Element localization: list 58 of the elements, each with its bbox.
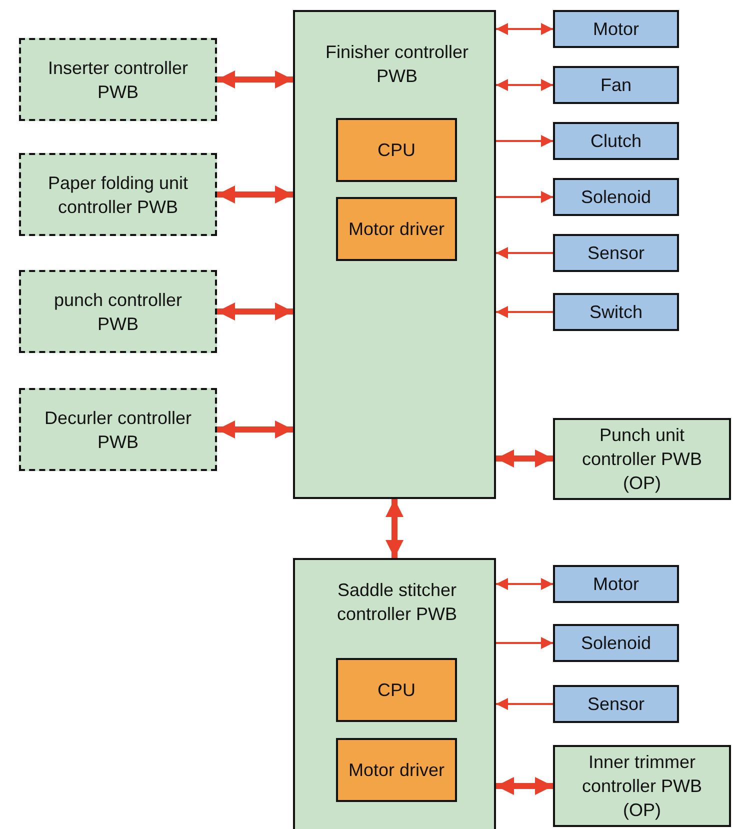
arrow: [496, 637, 553, 649]
component-box: [553, 122, 679, 160]
node-label: Saddle stitcher controller PWB: [336, 579, 458, 626]
node-label: Paper folding unit controller PWB: [46, 172, 190, 218]
arrow: [496, 698, 553, 710]
controller-board-box: [553, 418, 731, 500]
controller-board-box: [293, 558, 496, 829]
component-box: [553, 624, 679, 662]
node-label: Motor driver: [348, 759, 445, 782]
arrow: [496, 79, 553, 91]
arrow: [496, 777, 553, 795]
arrow: [217, 302, 293, 320]
node-label: CPU: [377, 139, 416, 162]
node-label: Motor: [592, 573, 639, 596]
component-box: [553, 565, 679, 603]
arrow: [217, 186, 293, 204]
node-label: Finisher controller PWB: [324, 41, 470, 88]
chip-box: [336, 118, 457, 182]
node-label: Switch: [589, 301, 642, 324]
arrow: [217, 70, 293, 88]
node-label: Clutch: [590, 130, 642, 153]
arrow: [496, 306, 553, 318]
arrow: [496, 135, 553, 147]
arrow: [496, 247, 553, 259]
controller-board-box: [553, 745, 731, 827]
chip-box: [336, 658, 457, 722]
chip-box: [336, 738, 457, 802]
node-label: Sensor: [587, 693, 645, 716]
node-label: Inserter controller PWB: [46, 56, 190, 104]
arrow: [496, 578, 553, 590]
controller-board-box: [19, 153, 217, 236]
controller-board-box: [19, 388, 217, 471]
arrow: [496, 450, 553, 468]
node-label: Solenoid: [580, 632, 652, 655]
node-label: Motor: [592, 18, 639, 41]
arrow: [496, 191, 553, 203]
node-label: Decurler controller PWB: [43, 406, 193, 454]
node-label: Solenoid: [580, 186, 652, 209]
node-label: Inner trimmer controller PWB (OP): [580, 751, 704, 822]
component-box: [553, 685, 679, 723]
controller-board-box: [19, 270, 217, 353]
arrow: [217, 420, 293, 438]
component-box: [553, 66, 679, 104]
node-label: Fan: [600, 74, 632, 97]
node-label: Punch unit controller PWB (OP): [580, 424, 704, 495]
component-box: [553, 234, 679, 272]
arrow: [386, 499, 404, 558]
node-label: Motor driver: [348, 218, 445, 241]
node-label: CPU: [377, 679, 416, 702]
component-box: [553, 10, 679, 48]
node-label: Sensor: [587, 242, 645, 265]
component-box: [553, 293, 679, 331]
chip-box: [336, 197, 457, 261]
controller-board-box: [293, 10, 496, 499]
node-label: punch controller PWB: [52, 288, 184, 336]
component-box: [553, 178, 679, 216]
controller-board-box: [19, 38, 217, 121]
arrow: [496, 23, 553, 35]
